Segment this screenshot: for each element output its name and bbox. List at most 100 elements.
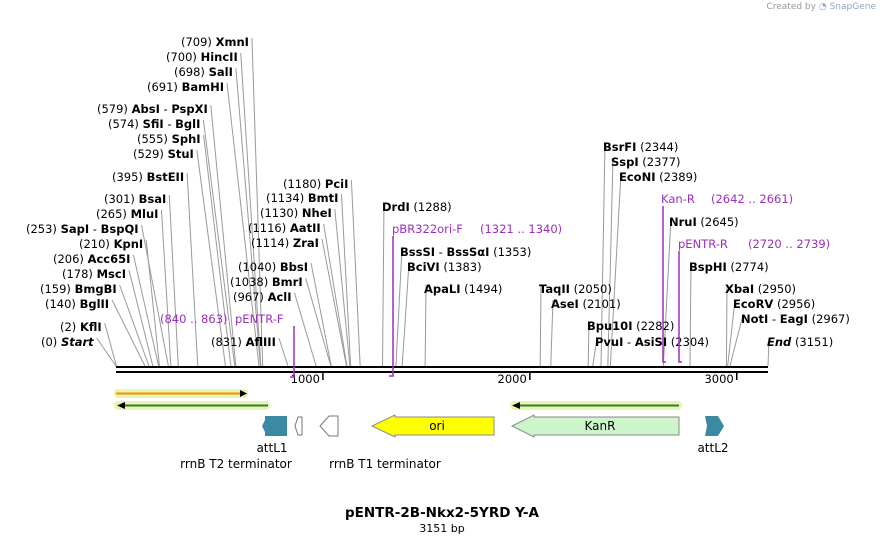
enzyme-label[interactable]: End (3151) [767,335,833,349]
enzyme-site-SspI[interactable]: SspI (2377) [611,155,681,169]
enzyme-label[interactable]: (579) AbsI - PspXI [97,102,208,116]
enzyme-label[interactable]: (967) AclI [233,290,292,304]
enzyme-label[interactable]: (253) SapI - BspQI [26,222,139,236]
enzyme-site-ApaLI[interactable]: ApaLI (1494) [424,282,502,296]
enzyme-site-AclI[interactable]: (967) AclI [233,290,292,304]
enzyme-site-EcoNI[interactable]: EcoNI (2389) [619,170,697,184]
feature-KanR[interactable]: KanR [510,414,680,438]
enzyme-site-XbaI[interactable]: XbaI (2950) [725,282,796,296]
enzyme-label[interactable]: (159) BmgBI [40,282,117,296]
primer-pBR322ori-F[interactable]: pBR322ori-F (1321 .. 1340) [389,222,562,377]
enzyme-site-HincII[interactable]: (700) HincII [166,50,238,64]
enzyme-site-AflIII[interactable]: (831) AflIII [211,335,276,349]
enzyme-site-SphI[interactable]: (555) SphI [137,132,201,146]
enzyme-label[interactable]: (709) XmnI [181,35,249,49]
enzyme-site-BstEII[interactable]: (395) BstEII [112,170,184,184]
enzyme-label[interactable]: (1114) ZraI [251,236,319,250]
enzyme-site-KflI[interactable]: (2) KflI [60,320,102,334]
enzyme-label[interactable]: (265) MluI [96,207,158,221]
primer-Kan-R[interactable]: Kan-R (2642 .. 2661) [661,192,793,363]
enzyme-site-SapI[interactable]: (253) SapI - BspQI [26,222,139,236]
enzyme-label[interactable]: EcoRV (2956) [733,297,815,311]
primer-pENTR-F[interactable]: (840 .. 863) pENTR-F [160,312,295,378]
enzyme-label[interactable]: BciVI (1383) [407,260,482,274]
orf-kan-arrow[interactable] [510,401,682,410]
enzyme-site-BssSI[interactable]: BssSI - BssSαI (1353) [400,245,531,259]
feature-rrnB-T1[interactable]: rrnB T1 terminator [319,415,441,471]
enzyme-label[interactable]: (1040) BbsI [238,260,308,274]
enzyme-site-AbsI[interactable]: (579) AbsI - PspXI [97,102,208,116]
enzyme-label[interactable]: DrdI (1288) [382,200,452,214]
orf-forward-arrow[interactable] [114,389,248,398]
enzyme-site-SalI[interactable]: (698) SalI [174,65,233,79]
enzyme-label[interactable]: BspHI (2774) [689,260,769,274]
enzyme-label[interactable]: NotI - EagI (2967) [741,312,850,326]
enzyme-label[interactable]: (1038) BmrI [230,275,303,289]
enzyme-site-PciI[interactable]: (1180) PciI [283,177,348,191]
enzyme-site-ZraI[interactable]: (1114) ZraI [251,236,319,250]
enzyme-label[interactable]: ApaLI (1494) [424,282,502,296]
enzyme-label[interactable]: (555) SphI [137,132,201,146]
enzyme-label[interactable]: (1116) AatII [248,221,321,235]
enzyme-site-End[interactable]: End (3151) [767,335,833,349]
enzyme-label[interactable]: (0) Start [41,335,94,349]
enzyme-site-AseI[interactable]: AseI (2101) [551,297,621,311]
enzyme-label[interactable]: (2) KflI [60,320,102,334]
enzyme-site-EcoRV[interactable]: EcoRV (2956) [733,297,815,311]
enzyme-label[interactable]: (1134) BmtI [266,191,338,205]
enzyme-label[interactable]: (178) MscI [62,267,126,281]
enzyme-site-BmrI[interactable]: (1038) BmrI [230,275,303,289]
enzyme-label[interactable]: NruI (2645) [669,215,739,229]
enzyme-label[interactable]: (574) SfiI - BglI [108,117,200,131]
enzyme-label[interactable]: Bpu10I (2282) [587,319,674,333]
enzyme-site-BglII[interactable]: (140) BglII [45,297,109,311]
orf-reverse-arrow[interactable] [114,401,270,410]
enzyme-label[interactable]: BsrFI (2344) [603,140,678,154]
enzyme-label[interactable]: EcoNI (2389) [619,170,697,184]
enzyme-label[interactable]: TaqII (2050) [539,282,612,296]
enzyme-site-XmnI[interactable]: (709) XmnI [181,35,249,49]
enzyme-label[interactable]: PvuI - AsiSI (2304) [595,335,709,349]
enzyme-label[interactable]: (1130) NheI [260,206,332,220]
enzyme-site-KpnI[interactable]: (210) KpnI [79,237,143,251]
feature-ori[interactable]: ori [370,414,495,438]
enzyme-label[interactable]: XbaI (2950) [725,282,796,296]
enzyme-site-NotI[interactable]: NotI - EagI (2967) [741,312,850,326]
feature-attL1[interactable]: attL1 [256,416,288,455]
enzyme-site-BsaI[interactable]: (301) BsaI [104,192,166,206]
enzyme-site-SfiI[interactable]: (574) SfiI - BglI [108,117,200,131]
enzyme-site-MscI[interactable]: (178) MscI [62,267,126,281]
enzyme-label[interactable]: (831) AflIII [211,335,276,349]
enzyme-label[interactable]: (1180) PciI [283,177,348,191]
enzyme-site-Acc65I[interactable]: (206) Acc65I [53,252,130,266]
enzyme-site-MluI[interactable]: (265) MluI [96,207,158,221]
enzyme-label[interactable]: (206) Acc65I [53,252,130,266]
enzyme-site-PvuI[interactable]: PvuI - AsiSI (2304) [595,335,709,349]
enzyme-site-BmgBI[interactable]: (159) BmgBI [40,282,117,296]
feature-rrnB-T2[interactable]: rrnB T2 terminator [180,416,303,471]
enzyme-label[interactable]: AseI (2101) [551,297,621,311]
enzyme-site-BamHI[interactable]: (691) BamHI [147,80,224,94]
primer-pENTR-R[interactable]: pENTR-R (2720 .. 2739) [678,237,830,363]
enzyme-label[interactable]: (395) BstEII [112,170,184,184]
enzyme-label[interactable]: BssSI - BssSαI (1353) [400,245,531,259]
enzyme-label[interactable]: (529) StuI [133,147,194,161]
feature-attL2[interactable]: attL2 [697,416,729,455]
enzyme-site-Bpu10I[interactable]: Bpu10I (2282) [587,319,674,333]
enzyme-label[interactable]: (691) BamHI [147,80,224,94]
enzyme-site-BbsI[interactable]: (1040) BbsI [238,260,308,274]
enzyme-site-DrdI[interactable]: DrdI (1288) [382,200,452,214]
enzyme-site-Start[interactable]: (0) Start [41,335,94,349]
enzyme-label[interactable]: (301) BsaI [104,192,166,206]
enzyme-site-BspHI[interactable]: BspHI (2774) [689,260,769,274]
enzyme-site-NheI[interactable]: (1130) NheI [260,206,332,220]
enzyme-label[interactable]: SspI (2377) [611,155,681,169]
enzyme-site-NruI[interactable]: NruI (2645) [669,215,739,229]
enzyme-label[interactable]: (698) SalI [174,65,233,79]
enzyme-site-BsrFI[interactable]: BsrFI (2344) [603,140,678,154]
enzyme-site-BciVI[interactable]: BciVI (1383) [407,260,482,274]
enzyme-label[interactable]: (140) BglII [45,297,109,311]
enzyme-site-TaqII[interactable]: TaqII (2050) [539,282,612,296]
enzyme-label[interactable]: (700) HincII [166,50,238,64]
enzyme-site-BmtI[interactable]: (1134) BmtI [266,191,338,205]
